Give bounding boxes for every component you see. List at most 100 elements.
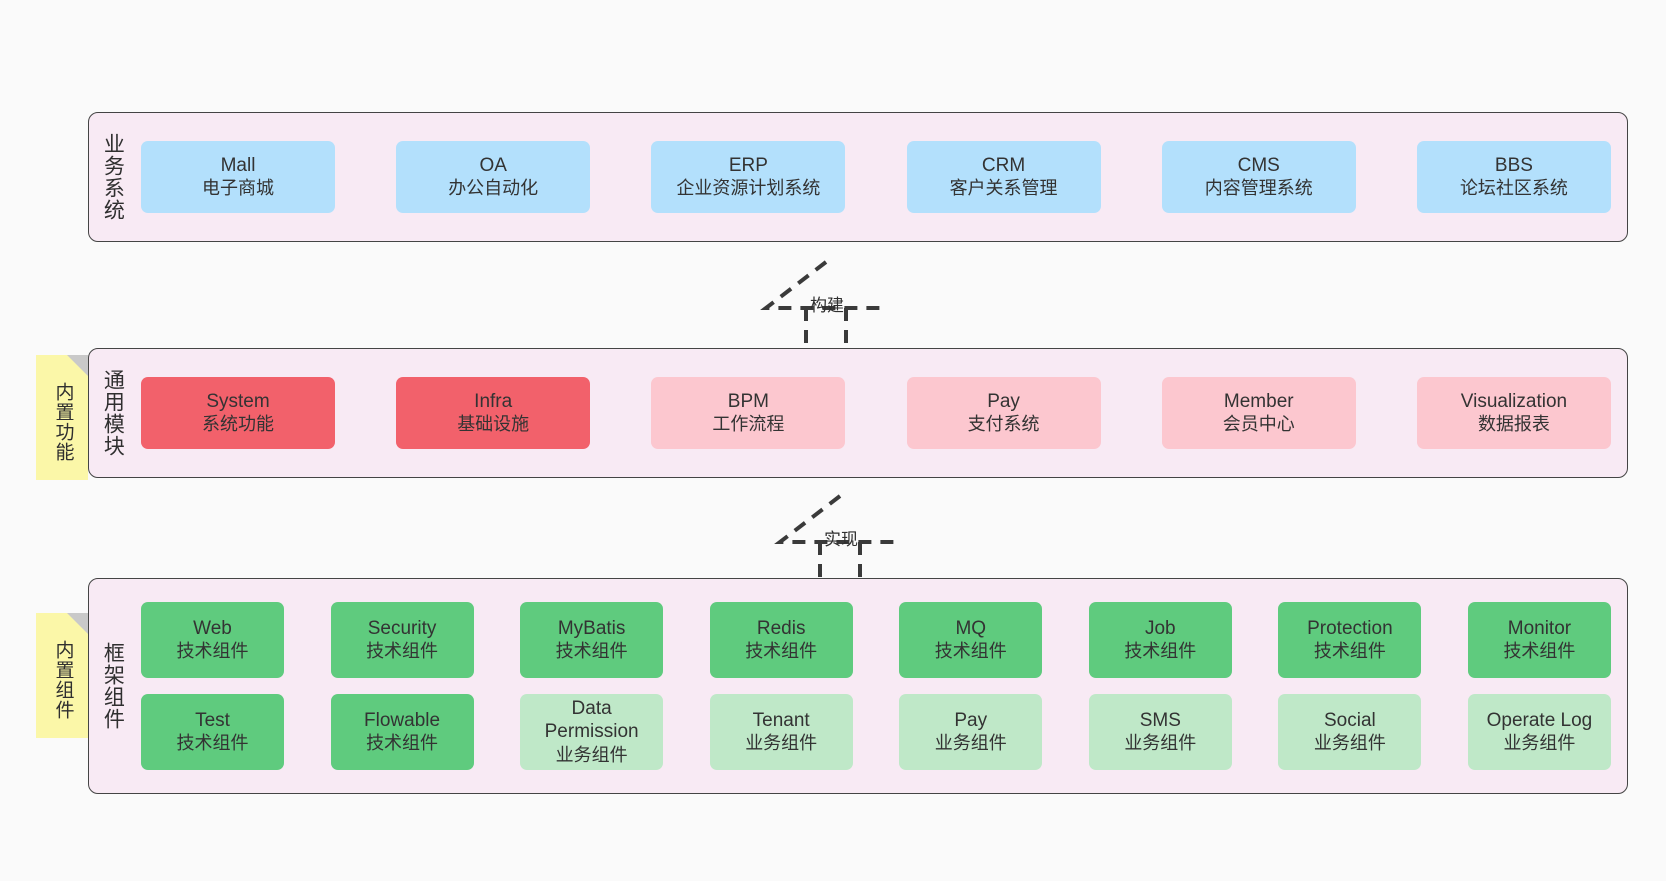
card-title-en: Data Permission xyxy=(544,698,639,743)
card-title-cn: 技术组件 xyxy=(555,641,628,662)
layer-common-module: 通用模块 System 系统功能 Infra 基础设施 BPM 工作流程 Pay… xyxy=(88,348,1628,478)
card-title-cn: 技术组件 xyxy=(745,641,818,662)
card-infra[interactable]: Infra 基础设施 xyxy=(396,377,591,449)
card-data-permission[interactable]: Data Permission 业务组件 xyxy=(520,694,664,770)
page-fold-icon xyxy=(67,613,88,634)
note-builtin-function: 内置功能 xyxy=(36,355,88,480)
card-title-en: Pay xyxy=(987,390,1020,412)
card-erp[interactable]: ERP 企业资源计划系统 xyxy=(651,141,846,213)
card-title-cn: 数据报表 xyxy=(1477,414,1550,435)
card-title-en: Visualization xyxy=(1460,390,1568,412)
card-row-modules: System 系统功能 Infra 基础设施 BPM 工作流程 Pay 支付系统… xyxy=(141,377,1611,449)
card-protection[interactable]: Protection 技术组件 xyxy=(1278,602,1422,678)
card-oa[interactable]: OA 办公自动化 xyxy=(396,141,591,213)
card-title-cn: 电子商城 xyxy=(202,178,274,199)
connector-build: 构建 xyxy=(758,258,898,350)
card-visualization[interactable]: Visualization 数据报表 xyxy=(1416,377,1611,449)
card-title-cn: 论坛社区系统 xyxy=(1459,178,1568,199)
card-pay-module[interactable]: Pay 支付系统 xyxy=(906,377,1101,449)
card-title-cn: 企业资源计划系统 xyxy=(676,178,821,199)
card-title-cn: 技术组件 xyxy=(1313,641,1386,662)
card-title-cn: 技术组件 xyxy=(934,641,1007,662)
layer-body-business-system: Mall 电子商城 OA 办公自动化 ERP 企业资源计划系统 CRM 客户关系… xyxy=(135,113,1627,241)
card-title-cn: 办公自动化 xyxy=(448,178,539,199)
connector-label-implement: 实现 xyxy=(824,530,858,549)
card-title-en: Protection xyxy=(1307,617,1393,639)
page-fold-icon xyxy=(67,355,88,376)
card-title-cn: 业务组件 xyxy=(1503,733,1576,754)
layer-title-common-module: 通用模块 xyxy=(101,369,125,457)
layer-title-business-system: 业务系统 xyxy=(101,133,125,221)
card-sms[interactable]: SMS 业务组件 xyxy=(1088,694,1232,770)
card-redis[interactable]: Redis 技术组件 xyxy=(709,602,853,678)
card-crm[interactable]: CRM 客户关系管理 xyxy=(906,141,1101,213)
layer-framework-component: 框架组件 Web 技术组件 Security 技术组件 MyBatis 技术组件… xyxy=(88,578,1628,794)
card-title-en: Member xyxy=(1223,390,1294,412)
card-title-en: Security xyxy=(367,617,437,639)
card-title-cn: 会员中心 xyxy=(1222,414,1295,435)
card-title-en: Infra xyxy=(474,390,513,412)
card-title-en: Redis xyxy=(756,617,806,639)
note-builtin-component: 内置组件 xyxy=(36,613,88,738)
card-row-business-components: Test 技术组件 Flowable 技术组件 Data Permission … xyxy=(141,694,1611,770)
card-title-en: BBS xyxy=(1494,154,1533,176)
card-title-en: MyBatis xyxy=(557,617,626,639)
card-system[interactable]: System 系统功能 xyxy=(141,377,335,449)
card-member[interactable]: Member 会员中心 xyxy=(1161,377,1356,449)
card-title-en: Web xyxy=(193,617,232,639)
card-mall[interactable]: Mall 电子商城 xyxy=(141,141,335,213)
card-tenant[interactable]: Tenant 业务组件 xyxy=(709,694,853,770)
card-title-cn: 系统功能 xyxy=(202,414,274,435)
card-row-tech-components: Web 技术组件 Security 技术组件 MyBatis 技术组件 Redi… xyxy=(141,602,1611,678)
card-security[interactable]: Security 技术组件 xyxy=(330,602,474,678)
card-title-cn: 业务组件 xyxy=(745,733,818,754)
card-title-en: Tenant xyxy=(752,709,810,731)
layer-body-framework-component: Web 技术组件 Security 技术组件 MyBatis 技术组件 Redi… xyxy=(135,579,1627,793)
card-title-en: MQ xyxy=(955,617,987,639)
card-bbs[interactable]: BBS 论坛社区系统 xyxy=(1416,141,1611,213)
card-title-en: Test xyxy=(195,709,230,731)
card-title-en: BPM xyxy=(727,390,769,412)
card-title-en: System xyxy=(206,390,270,412)
card-title-cn: 技术组件 xyxy=(366,641,439,662)
card-cms[interactable]: CMS 内容管理系统 xyxy=(1161,141,1356,213)
card-title-en: CRM xyxy=(981,154,1026,176)
card-pay-component[interactable]: Pay 业务组件 xyxy=(899,694,1043,770)
layer-business-system: 业务系统 Mall 电子商城 OA 办公自动化 ERP 企业资源计划系统 CRM… xyxy=(88,112,1628,242)
note-label: 内置功能 xyxy=(52,381,74,462)
card-title-en: Operate Log xyxy=(1486,709,1593,731)
card-title-cn: 工作流程 xyxy=(712,414,785,435)
card-title-cn: 技术组件 xyxy=(1503,641,1576,662)
card-title-cn: 业务组件 xyxy=(555,744,628,765)
card-title-cn: 客户关系管理 xyxy=(949,178,1058,199)
card-title-en: Monitor xyxy=(1507,617,1572,639)
card-monitor[interactable]: Monitor 技术组件 xyxy=(1467,602,1611,678)
card-mq[interactable]: MQ 技术组件 xyxy=(899,602,1043,678)
card-title-en: Mall xyxy=(220,154,256,176)
layer-title-framework-component: 框架组件 xyxy=(101,642,125,730)
connector-label-build: 构建 xyxy=(810,296,844,315)
card-title-cn: 内容管理系统 xyxy=(1204,178,1313,199)
card-title-en: OA xyxy=(479,154,507,176)
note-label: 内置组件 xyxy=(52,639,74,720)
card-social[interactable]: Social 业务组件 xyxy=(1278,694,1422,770)
card-title-cn: 业务组件 xyxy=(1313,733,1386,754)
card-mybatis[interactable]: MyBatis 技术组件 xyxy=(520,602,664,678)
card-title-en: SMS xyxy=(1139,709,1181,731)
card-title-cn: 支付系统 xyxy=(967,414,1040,435)
card-test[interactable]: Test 技术组件 xyxy=(141,694,284,770)
card-title-en: Social xyxy=(1324,709,1376,731)
card-bpm[interactable]: BPM 工作流程 xyxy=(651,377,846,449)
card-title-cn: 业务组件 xyxy=(1124,733,1197,754)
card-web[interactable]: Web 技术组件 xyxy=(141,602,284,678)
card-row-business: Mall 电子商城 OA 办公自动化 ERP 企业资源计划系统 CRM 客户关系… xyxy=(141,141,1611,213)
card-flowable[interactable]: Flowable 技术组件 xyxy=(330,694,474,770)
card-title-en: CMS xyxy=(1237,154,1280,176)
connector-implement: 实现 xyxy=(772,492,912,584)
card-title-en: Job xyxy=(1144,617,1176,639)
card-title-cn: 技术组件 xyxy=(176,733,249,754)
card-job[interactable]: Job 技术组件 xyxy=(1088,602,1232,678)
card-title-cn: 技术组件 xyxy=(176,641,249,662)
card-title-cn: 业务组件 xyxy=(934,733,1007,754)
card-operate-log[interactable]: Operate Log 业务组件 xyxy=(1467,694,1611,770)
